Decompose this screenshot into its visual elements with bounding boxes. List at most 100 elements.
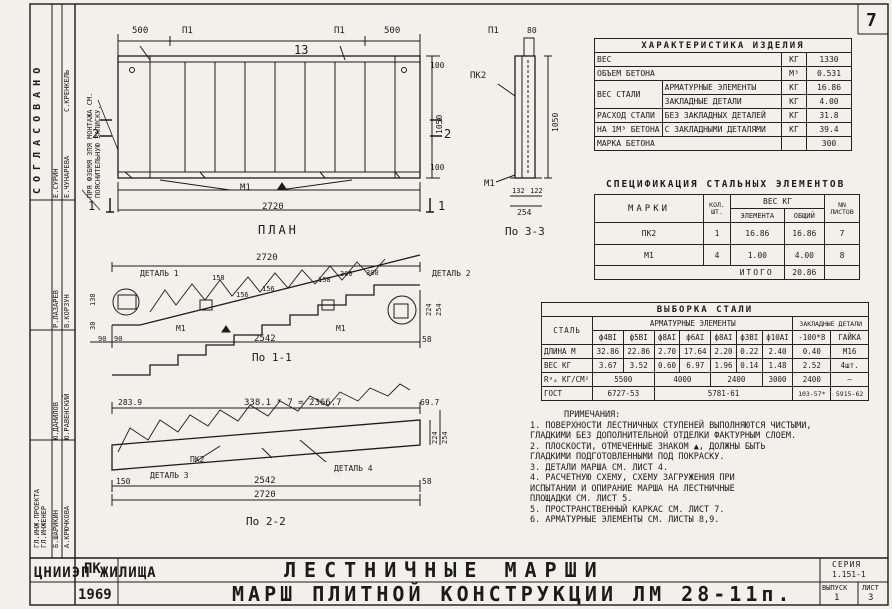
s33-mark-m1: М1	[484, 179, 495, 189]
plan-dim-100b: 100	[430, 163, 445, 172]
steel-table: ВЫБОРКА СТАЛИ СТАЛЬ АРМАТУРНЫЕ ЭЛЕМЕНТЫ …	[541, 302, 869, 401]
s11-dim-90b: 90	[114, 335, 123, 343]
s33-dim-132: 132	[512, 187, 525, 195]
stamp-col4-b: Е.ЧУНАРЕВА	[63, 155, 71, 198]
steel-title: ВЫБОРКА СТАЛИ	[541, 302, 869, 317]
note-line: 4. РАСЧЕТНУЮ СХЕМУ, СХЕМУ ЗАГРУЖЕНИЯ ПРИ	[530, 473, 735, 483]
note-line: ПЛОЩАДКИ СМ. ЛИСТ 5.	[530, 494, 633, 504]
plan-axis-2b: 2	[444, 127, 452, 141]
sub-title: МАРШ ПЛИТНОЙ КОНСТРУКЦИИ ЛМ 28-11п.	[232, 582, 794, 606]
s22-dim-224: 224	[431, 431, 439, 444]
year: 1969	[78, 587, 112, 603]
s11-dim-2720: 2720	[256, 253, 278, 263]
plan-dim-13: 13	[294, 43, 309, 57]
s11-detail-2: ДЕТАЛЬ 2	[432, 269, 471, 278]
plan-mark-p1a: П1	[182, 26, 193, 36]
s11-dim-300b: 300	[366, 269, 379, 277]
s22-dim-2720: 2720	[254, 490, 276, 500]
table-row: ГОСТ 6727-53 5781-61 103-57* 5915-62	[541, 386, 869, 401]
table-row: ПК2 1 16.86 16.86 7	[594, 222, 860, 245]
s22-mark-pk2: ПК2	[190, 455, 205, 464]
s22-dim-2542: 2542	[254, 476, 276, 486]
characteristics-title: ХАРАКТЕРИСТИКА ИЗДЕЛИЯ	[594, 38, 852, 53]
series-value: 1.151-1	[832, 570, 866, 579]
s33-mark-p1: П1	[488, 26, 499, 36]
note-line: 6. АРМАТУРНЫЕ ЭЛЕМЕНТЫ СМ. ЛИСТЫ 8,9.	[530, 515, 720, 525]
table-row: ЗАКЛАДНЫЕ ДЕТАЛИ КГ 4.00	[595, 94, 852, 109]
stamp-col2-b: Ю.ДАНИЛОВ	[52, 402, 60, 440]
note-line: 2. ПЛОСКОСТИ, ОТМЕЧЕННЫЕ ЗНАКОМ ▲, ДОЛЖН…	[530, 441, 766, 452]
table-row: ВЕС КГ 1330	[594, 52, 852, 67]
note-line: ИСПЫТАНИИ И ОПИРАНИЕ МАРША НА ЛЕСТНИЧНЫЕ	[530, 483, 735, 494]
plan-dim-500-left: 500	[132, 26, 149, 36]
main-title: ЛЕСТНИЧНЫЕ МАРШИ	[284, 558, 605, 582]
plan-mark-m1: М1	[240, 183, 251, 193]
s22-dim-150: 150	[116, 477, 131, 486]
s11-dim-2542: 2542	[254, 334, 276, 344]
s33-dim-80: 80	[527, 26, 537, 35]
characteristics-table: ХАРАКТЕРИСТИКА ИЗДЕЛИЯ ВЕС КГ 1330 ОБЪЕМ…	[594, 38, 852, 151]
s11-dim-156a: 156	[262, 285, 275, 293]
stamp-col2-a: Б.ШАРИКИН	[52, 510, 60, 548]
s22-dim-338: 338.1 * 7 = 2366.7	[244, 398, 342, 408]
plan-dim-2720: 2720	[262, 202, 284, 212]
stamp-agreed: СОГЛАСОВАНО	[32, 61, 43, 194]
table-row: МАРКА БЕТОНА 300	[594, 136, 852, 151]
s11-dim-156b: 156	[236, 291, 249, 299]
table-row: ВЕС СТАЛИ АРМАТУРНЫЕ ЭЛЕМЕНТЫ КГ 16.86	[594, 80, 852, 109]
s11-dim-158b: 158	[318, 276, 331, 284]
issue-label: ВЫПУСК	[822, 584, 848, 592]
table-row: РАСХОД СТАЛИ БЕЗ ЗАКЛАДНЫХ ДЕТАЛЕЙ КГ 31…	[594, 108, 852, 123]
stamp-col3-b: Ю.РАВЕНСКИЙ	[63, 393, 71, 440]
s33-title: По 3-3	[505, 225, 545, 238]
plan-axis-1a: 1	[88, 199, 96, 213]
plan-dim-1050: 1050	[435, 114, 444, 134]
note-line: ГЛАДКИМИ БЕЗ ДОПОЛНИТЕЛЬНОЙ ОТДЕЛКИ ФАКТ…	[530, 431, 797, 441]
specification-title: СПЕЦИФИКАЦИЯ СТАЛЬНЫХ ЭЛЕМЕНТОВ	[606, 179, 846, 190]
issue-value: 1	[834, 593, 840, 603]
note-line: 3. ДЕТАЛИ МАРША СМ. ЛИСТ 4.	[530, 462, 669, 473]
stamp-col3-c: В.КОРЗУН	[63, 294, 71, 328]
notes-block: ПРИМЕЧАНИЯ: 1. ПОВЕРХНОСТИ ЛЕСТНИЧНЫХ СТ…	[530, 410, 811, 526]
s22-dim-58: 58	[422, 477, 432, 486]
s33-dim-122: 122	[530, 187, 543, 195]
series-label: СЕРИЯ	[832, 560, 862, 569]
s11-dim-224: 224	[425, 303, 433, 316]
s11-dim-30: 30	[89, 321, 97, 330]
sheet-value: 3	[868, 593, 874, 603]
specification-table: МАРКИ КОЛ. ШТ. ВЕС КГ NN ЛИСТОВ ЭЛЕМЕНТА…	[594, 194, 860, 280]
stamp-col3-a: Р.ЛАЗАРЕВ	[52, 290, 60, 328]
plan-dim-100a: 100	[430, 61, 445, 70]
org-logo: ЦНИИЭП ЖИЛИЩА	[34, 565, 157, 581]
plan-axis-1b: 1	[438, 199, 446, 213]
s22-dim-254: 254	[441, 431, 449, 444]
s11-dim-58: 58	[422, 335, 432, 344]
s11-mark-m1b: М1	[336, 324, 346, 333]
s33-mark-pk2: ПК2	[470, 71, 487, 81]
table-row: ИТОГО 20.86	[594, 265, 860, 280]
table-row: ДЛИНА М 32.86 22.86 2.70 17.64 2.20 0.22…	[541, 344, 869, 359]
s22-detail-3: ДЕТАЛЬ 3	[150, 471, 189, 480]
s11-dim-254: 254	[435, 303, 443, 316]
table-row: Rᵃₐ КГ/СМ² 5500 4000 2400 3000 2400 —	[541, 372, 869, 387]
note-line: ГЛАДКИМИ ПОДГОТОВЛЕННЫМИ ПОД ПОКРАСКУ.	[530, 452, 725, 462]
s22-dim-283: 283.9	[118, 398, 143, 407]
stamp-col4-a: Е.СУРИН	[52, 168, 60, 198]
table-row: ВЕС КГ 3.67 3.52 0.60 6.97 1.96 0.14 1.4…	[541, 358, 869, 373]
s11-dim-138: 138	[89, 293, 97, 306]
plan-mark-p1b: П1	[334, 26, 345, 36]
plan-title: ПЛАН	[258, 223, 299, 237]
note-line: 1. ПОВЕРХНОСТИ ЛЕСТНИЧНЫХ СТУПЕНЕЙ ВЫПОЛ…	[530, 420, 812, 431]
plan-axis-2a: 2	[92, 127, 100, 141]
s22-detail-4: ДЕТАЛЬ 4	[334, 464, 373, 473]
sheet-number: 7	[866, 10, 877, 31]
s22-dim-69: 69.7	[420, 398, 440, 407]
sheet-label: ЛИСТ	[862, 584, 879, 592]
pk-label: ПК	[84, 561, 101, 577]
plan-dim-500-right: 500	[384, 26, 401, 36]
stamp-col1-b: ГЛ.ИНЖЕНЕР	[40, 505, 48, 548]
s11-dim-158a: 158	[212, 274, 225, 282]
s11-detail-1: ДЕТАЛЬ 1	[140, 269, 179, 278]
